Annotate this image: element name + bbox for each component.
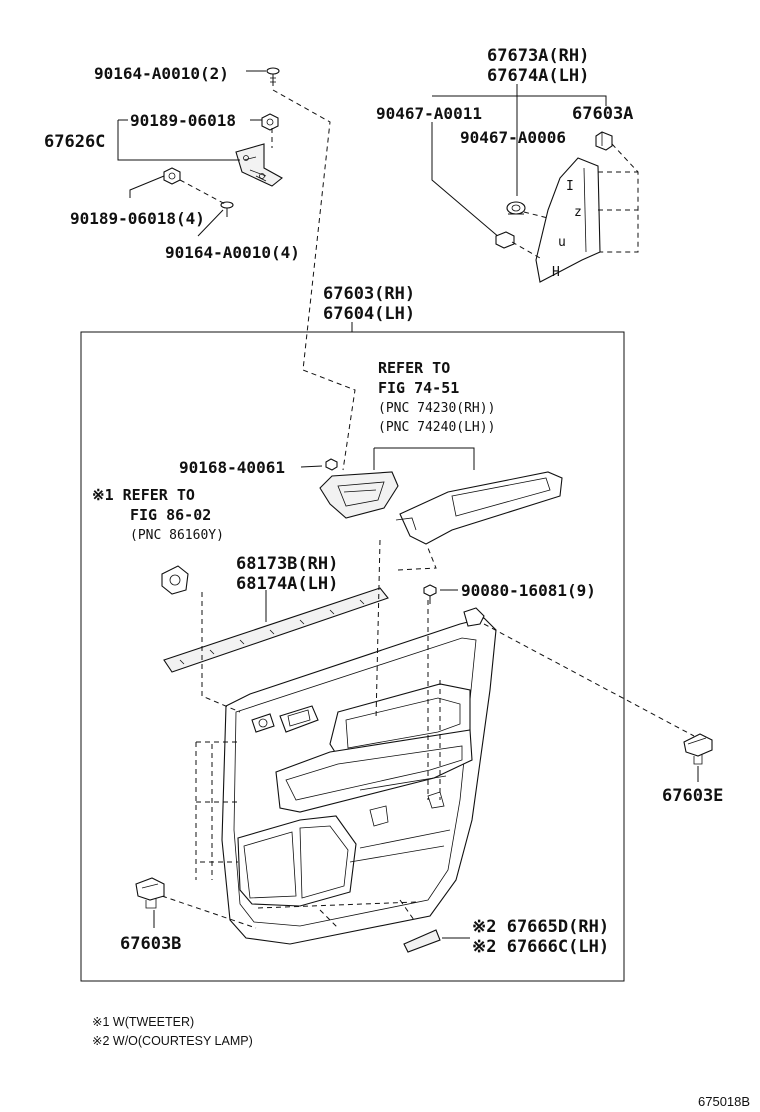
clip-67603a <box>595 131 613 151</box>
label-90467-a0006: 90467-A0006 <box>460 128 566 147</box>
note-2: ※2 W/O(COURTESY LAMP) <box>92 1034 253 1048</box>
ref1-line4: (PNC 74240(LH)) <box>378 420 495 435</box>
screw-90080 <box>423 584 437 604</box>
label-67673a: 67673A(RH) <box>487 46 589 66</box>
leader-90467-11 <box>431 122 501 239</box>
bracket-67626c <box>235 143 283 187</box>
label-67603b: 67603B <box>120 934 181 954</box>
upper-panel-67673a: I z u H <box>535 157 601 283</box>
svg-text:I: I <box>566 179 574 194</box>
switch-base <box>319 471 399 519</box>
door-trim-panel-67603 <box>221 607 497 945</box>
dash-screw-to-armrest <box>272 89 356 471</box>
nut-90189-top <box>261 113 279 131</box>
label-90168: 90168-40061 <box>179 458 285 477</box>
svg-text:H: H <box>552 265 560 280</box>
leader-90168 <box>300 465 323 468</box>
label-67626c: 67626C <box>44 132 105 152</box>
weatherstrip-68173b <box>163 587 389 673</box>
armrest-top <box>395 471 563 545</box>
screw-90164-bot <box>220 201 234 217</box>
label-67603e: 67603E <box>662 786 723 806</box>
dash-clip-67603b <box>161 895 257 929</box>
svg-text:u: u <box>558 235 566 250</box>
clip-90467-a0011 <box>495 231 515 249</box>
screw-90164-top <box>266 67 280 86</box>
clip-67603b <box>135 877 165 909</box>
ref1-line3: (PNC 74230(RH)) <box>378 401 495 416</box>
label-67666c: ※2 67666C(LH) <box>472 937 609 957</box>
label-67665d: ※2 67665D(RH) <box>472 917 609 937</box>
ref1-line1: REFER TO <box>378 359 450 377</box>
note-1: ※1 W(TWEETER) <box>92 1015 194 1029</box>
tweeter-86160y <box>161 565 189 595</box>
label-90189-bot: 90189-06018(4) <box>70 209 205 228</box>
dash-tweeter <box>201 592 241 713</box>
screw-90168 <box>325 458 338 471</box>
leader-top-bar <box>432 95 607 106</box>
label-90189-top: 90189-06018 <box>130 111 236 130</box>
dash-nut-to-screw <box>179 179 228 206</box>
label-90164-top: 90164-A0010(2) <box>94 64 229 83</box>
dash-armrest-down <box>397 547 437 571</box>
label-68174a: 68174A(LH) <box>236 574 338 594</box>
label-67604lh: 67604(LH) <box>323 304 415 324</box>
dash-clip-panel <box>523 211 549 219</box>
leader-refer-74-51 <box>374 447 475 470</box>
ref2-line1: ※1 REFER TO <box>92 486 195 504</box>
label-67603rh: 67603(RH) <box>323 284 415 304</box>
leader-67626c <box>117 120 240 161</box>
leader-90189-bot <box>129 175 165 198</box>
ref1-line2: FIG 74-51 <box>378 379 459 397</box>
lamp-cover-67665d <box>403 929 441 953</box>
clip-67603e <box>683 733 713 765</box>
figure-id: 675018B <box>698 1094 750 1109</box>
svg-text:z: z <box>574 205 582 220</box>
clip-90467-a0006 <box>506 201 526 215</box>
label-90080: 90080-16081(9) <box>461 581 596 600</box>
ref2-line2: FIG 86-02 <box>130 506 211 524</box>
label-67603a: 67603A <box>572 104 633 124</box>
label-67674a: 67674A(LH) <box>487 66 589 86</box>
label-90164-bot: 90164-A0010(4) <box>165 243 300 262</box>
ref2-line3: (PNC 86160Y) <box>130 528 224 543</box>
dash-armrest-panel <box>375 539 381 721</box>
label-68173b: 68173B(RH) <box>236 554 338 574</box>
leader-90164-bot <box>197 209 224 237</box>
dash-upper-right <box>600 143 639 253</box>
nut-90189-bot <box>163 167 181 185</box>
dash-bottom-2 <box>319 899 415 929</box>
dash-clip2-panel <box>511 241 541 259</box>
dash-clip-67603e <box>483 623 695 737</box>
label-90467-a0011: 90467-A0011 <box>376 104 482 123</box>
